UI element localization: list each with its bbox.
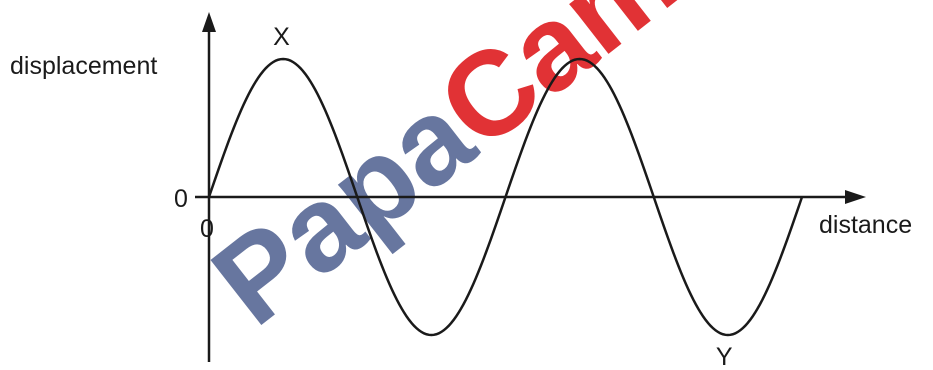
annotation-x-label: X	[273, 23, 290, 51]
origin-x-label: 0	[200, 215, 214, 243]
x-axis-label: distance	[819, 211, 912, 239]
watermark: PapaCam	[189, 0, 702, 350]
watermark-text: PapaCam	[189, 0, 702, 350]
annotation-y-label: Y	[716, 343, 733, 370]
y-axis-label: displacement	[10, 52, 157, 80]
origin-y-label: 0	[174, 185, 188, 213]
x-axis-arrow	[845, 190, 866, 204]
displacement-wave	[207, 57, 804, 337]
y-axis-arrow	[202, 12, 216, 32]
